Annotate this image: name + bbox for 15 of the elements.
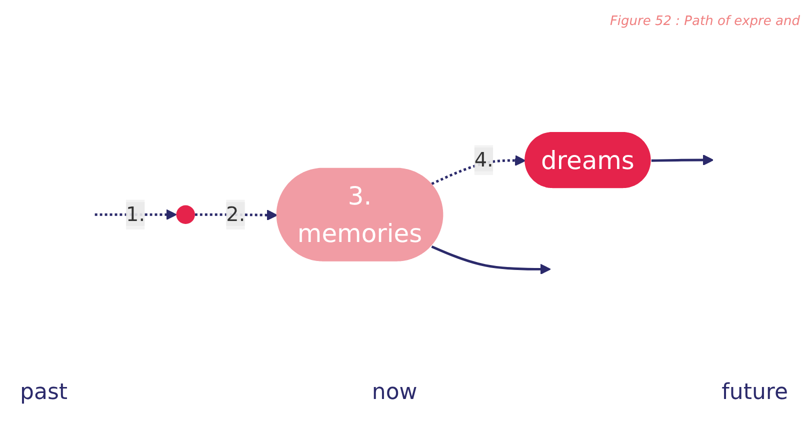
- edge-label: 2.: [226, 202, 246, 226]
- arrow: [431, 155, 526, 186]
- node-circle: [176, 205, 195, 224]
- arrow: [94, 209, 177, 220]
- edge-label: 1.: [126, 202, 146, 226]
- arrow: [431, 246, 551, 275]
- arrow: [651, 154, 714, 166]
- figure-caption: Figure 52 : Path of expre and: [610, 14, 800, 29]
- axis-label: now: [372, 380, 418, 405]
- edge-label: 4.: [474, 148, 494, 172]
- node-box: [524, 132, 651, 188]
- arrow: [194, 210, 278, 221]
- axis-label: future: [722, 380, 788, 405]
- timeline-diagram: 1. 2. 4. 3. memories dreams: [10, 122, 798, 298]
- axis-label: past: [20, 380, 68, 405]
